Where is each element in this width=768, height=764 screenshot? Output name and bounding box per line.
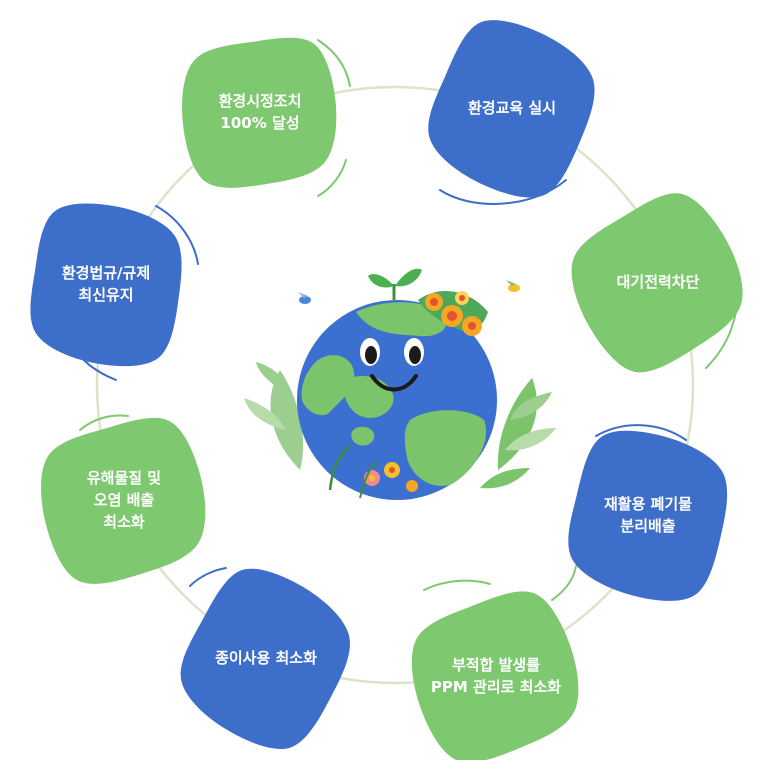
accent-arc: [79, 414, 129, 431]
item-blob-1: [182, 37, 337, 188]
earth-land: [351, 426, 375, 446]
accent-arc: [317, 39, 351, 87]
leaf-icon: [244, 362, 556, 489]
accent-arc: [317, 159, 347, 197]
item-blob-6: [180, 568, 350, 749]
accent-arc: [155, 205, 199, 265]
earth-land: [301, 355, 355, 416]
item-blob-3: [571, 193, 743, 373]
earth-land: [404, 410, 487, 486]
accent-arc: [189, 567, 227, 587]
flower-crown-icon: [418, 290, 488, 336]
smile: [370, 374, 418, 392]
cycle-ring: [95, 85, 695, 685]
item-blob-8: [30, 203, 182, 367]
item-blob-7: [40, 417, 206, 584]
bird-icon: [298, 280, 520, 304]
item-blob-5: [411, 591, 579, 763]
flower-icon: [328, 445, 418, 499]
accent-arc: [423, 579, 491, 591]
earth-illustration: [244, 268, 556, 500]
blob-group: [30, 20, 743, 763]
item-blob-4: [568, 430, 728, 601]
earth-land: [356, 302, 447, 337]
sprout-icon: [368, 268, 422, 300]
accent-arc: [595, 424, 687, 441]
accent-arc: [551, 565, 577, 601]
item-blob-2: [428, 20, 595, 198]
